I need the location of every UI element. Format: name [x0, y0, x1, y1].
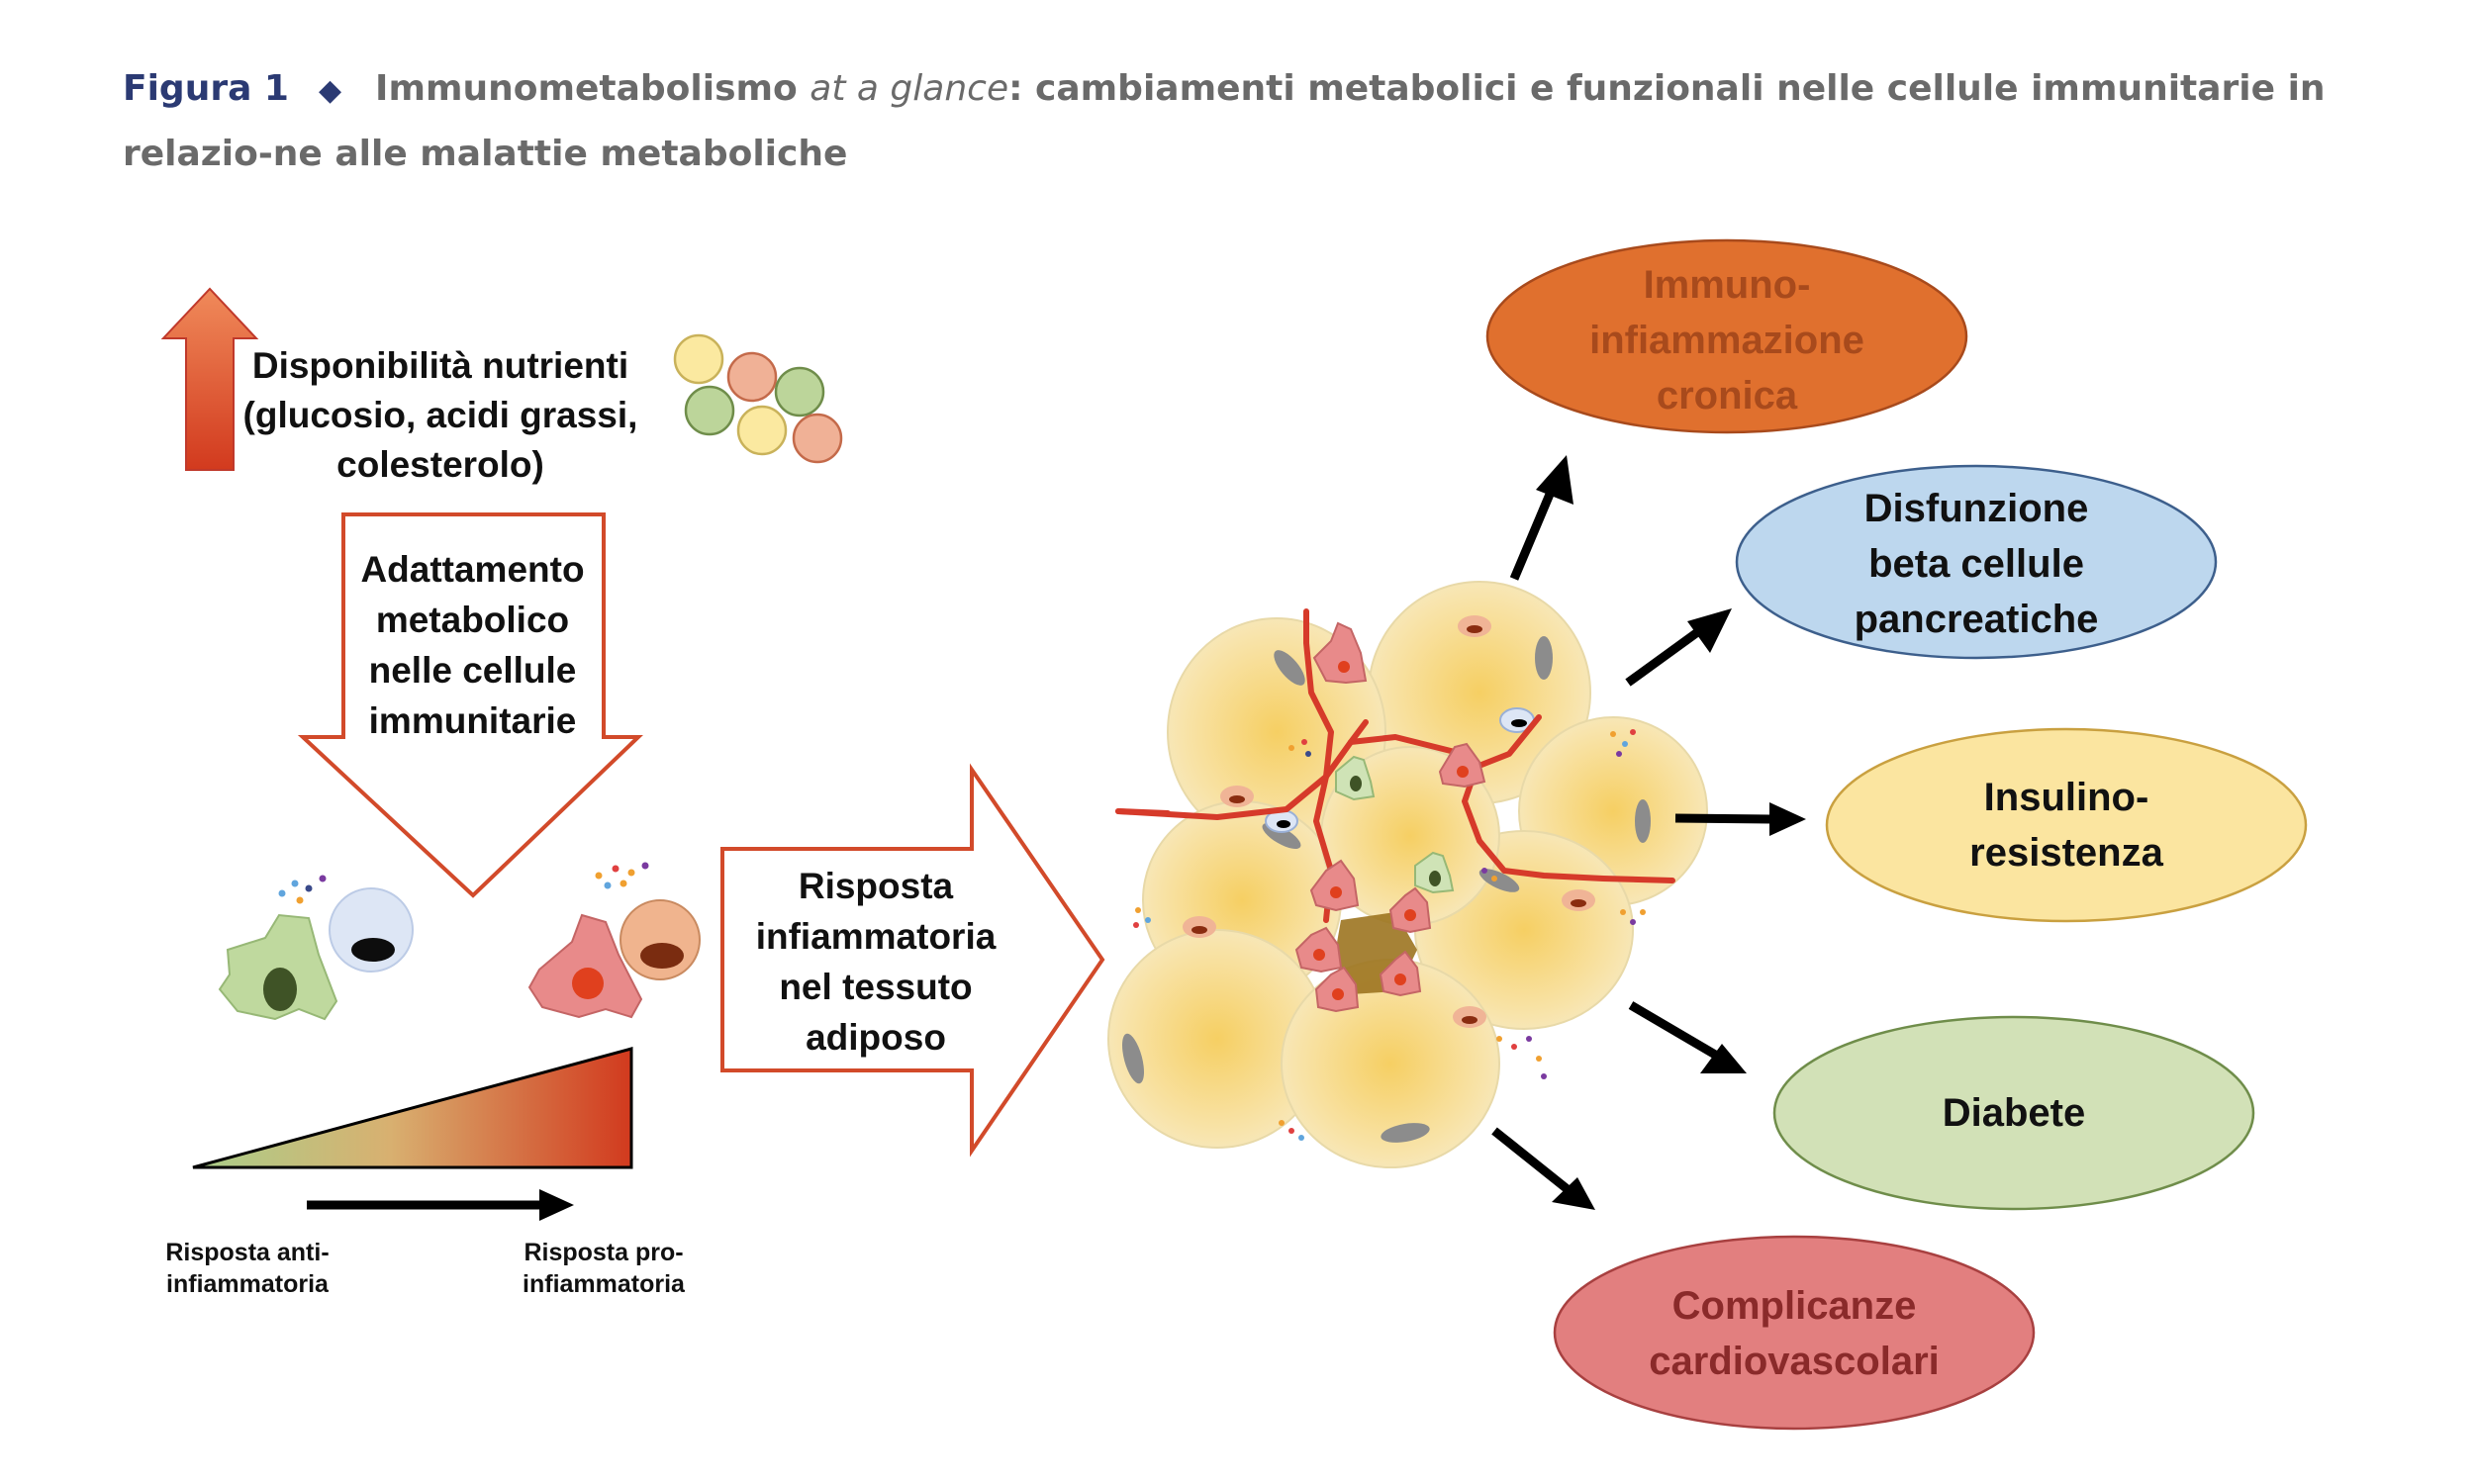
outcome-arrows: [1491, 483, 1772, 1194]
figure-caption: Figura 1 ◆ Immunometabolismo at a glance: …: [123, 57, 2399, 186]
outcome-arrowheads: [1536, 455, 1806, 1210]
caption-title-after: : cambiamenti metabolici e funzionali ne…: [123, 68, 2326, 174]
nutrients-label: Disponibilità nutrienti (glucosio, acidi…: [242, 345, 638, 485]
cytokine-dots-left: [278, 875, 327, 904]
caption-title-italic: at a glance: [810, 68, 1009, 109]
adaptation-label: Adattamento metabolico nelle cellule imm…: [360, 549, 585, 741]
adaptation-arrow: [297, 512, 643, 898]
nutrient-circles: [673, 333, 843, 464]
inflammation-arrow-label: Risposta infiammatoria nel tessuto adipo…: [755, 866, 997, 1058]
outcome-ellipse-insulin-resistance: [1825, 727, 2308, 923]
outcome-ellipse-cardiovascular: [1553, 1235, 2036, 1431]
outcome-ellipse-beta-cell: [1735, 464, 2218, 660]
cytokine-dots-right: [595, 862, 649, 889]
figure-label: Figura 1: [123, 68, 289, 109]
red-macrophage-icon: [527, 913, 643, 1019]
outcome-ellipse-chronic-inflammation: [1485, 238, 1968, 434]
outcome-label-cardiovascular: Complicanze cardiovascolari: [1649, 1284, 1940, 1383]
outcome-label-beta-cell: Disfunzione beta cellule pancreatiche: [1854, 487, 2099, 641]
outcome-label-diabetes: Diabete: [1942, 1091, 2086, 1135]
outcome-ellipse-diabetes: [1772, 1015, 2255, 1211]
gradient-right-label: Risposta pro-infiammatoria: [523, 1239, 685, 1298]
gradient-left-label: Risposta anti-infiammatoria: [165, 1239, 330, 1298]
increase-arrow-icon: [160, 287, 259, 471]
outcome-label-chronic-inflammation: Immuno-infiammazione cronica: [1589, 263, 1864, 417]
inflammation-arrow: [720, 763, 1105, 1158]
diamond-icon: ◆: [318, 73, 342, 108]
green-macrophage-icon: [218, 913, 338, 1021]
adipose-tissue-cluster: [1107, 581, 1708, 1168]
response-gradient-triangle: [192, 1047, 633, 1169]
outcome-label-insulin-resistance: Insulino-resistenza: [1969, 776, 2163, 875]
caption-title-before: Immunometabolismo: [375, 68, 798, 109]
